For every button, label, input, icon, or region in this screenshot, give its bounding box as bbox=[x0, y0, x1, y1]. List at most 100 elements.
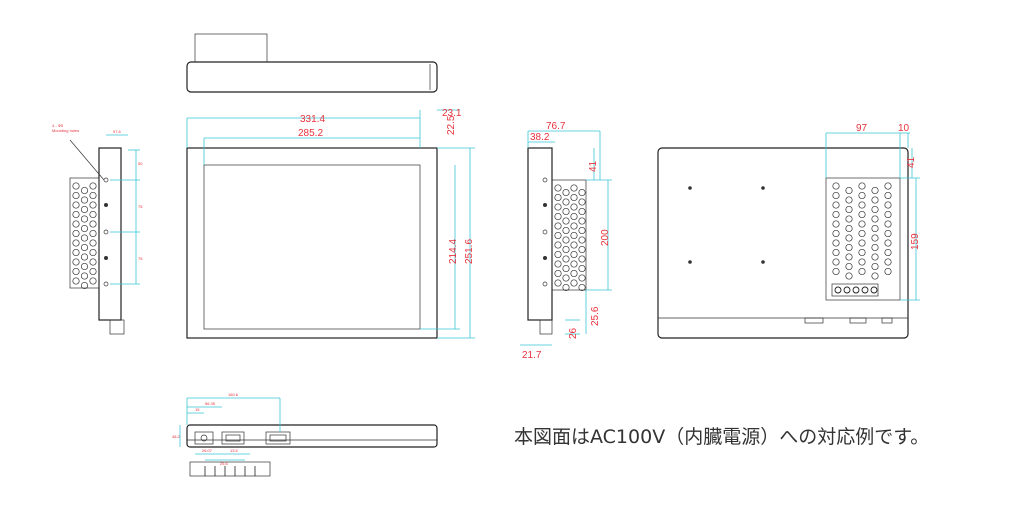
dim-back-vent-height: 159 bbox=[910, 233, 921, 250]
callout-mounting-2: Mounting holes bbox=[52, 128, 79, 133]
vent-hole bbox=[80, 243, 89, 252]
callout-leader bbox=[69, 139, 105, 181]
vent-hole bbox=[72, 182, 80, 190]
vent-hole bbox=[562, 188, 570, 197]
back-view: 97 10 41 159 bbox=[657, 123, 921, 339]
vent-hole bbox=[871, 224, 879, 233]
vent-hole bbox=[554, 279, 562, 287]
dsub-connector bbox=[265, 431, 291, 445]
vent-hole bbox=[80, 262, 89, 271]
vent-hole bbox=[89, 182, 97, 190]
vent-hole bbox=[72, 248, 80, 257]
vent-hole bbox=[80, 186, 89, 195]
vent-hole bbox=[554, 260, 562, 268]
dim-vent-height: 200 bbox=[600, 229, 611, 246]
vent-hole bbox=[858, 229, 866, 238]
dim-bottom-2: 26 bbox=[568, 327, 579, 339]
left-side-vent-panel bbox=[69, 177, 100, 289]
dim-bottom-label: 13.5 bbox=[230, 448, 239, 453]
back-vent-panel bbox=[825, 177, 901, 301]
left-side-body bbox=[98, 147, 122, 321]
vent-hole bbox=[554, 241, 562, 249]
dim-inner-height: 214.4 bbox=[448, 239, 459, 264]
dim-bottom-label: 15 bbox=[195, 407, 200, 412]
vent-hole bbox=[72, 258, 80, 266]
vent-hole bbox=[578, 188, 586, 197]
power-switch-knob bbox=[200, 434, 208, 442]
vent-hole bbox=[80, 196, 89, 204]
mount-hole bbox=[543, 256, 547, 260]
vent-hole bbox=[554, 203, 562, 211]
vent-hole bbox=[884, 220, 892, 228]
vent-hole bbox=[578, 245, 586, 254]
vent-hole bbox=[578, 283, 586, 292]
vent-hole bbox=[845, 272, 853, 280]
back-body bbox=[657, 147, 909, 339]
back-port bbox=[804, 317, 824, 324]
dim-bottom-label: 160.6 bbox=[228, 392, 239, 397]
vent-hole bbox=[858, 267, 866, 276]
terminal-block bbox=[831, 283, 879, 297]
vent-hole bbox=[845, 186, 853, 195]
vent-hole bbox=[845, 262, 853, 271]
dim-bottom-label: 56.35 bbox=[205, 401, 216, 406]
vent-hole bbox=[89, 229, 97, 238]
vent-hole bbox=[554, 269, 562, 278]
vent-hole bbox=[570, 193, 578, 202]
terminal-screw bbox=[870, 286, 878, 294]
vent-hole bbox=[871, 243, 879, 252]
dim-bottom-1: 25.6 bbox=[590, 306, 601, 326]
vent-hole bbox=[858, 210, 866, 219]
vent-hole bbox=[562, 283, 570, 292]
vent-hole bbox=[89, 267, 97, 276]
right-vent-holes bbox=[554, 184, 586, 292]
vent-hole bbox=[570, 279, 578, 287]
left-side-foot bbox=[109, 319, 125, 335]
vent-hole bbox=[80, 224, 89, 233]
right-side-vent-panel bbox=[551, 179, 587, 291]
vent-hole bbox=[832, 182, 840, 190]
vent-hole bbox=[80, 253, 89, 261]
vent-hole bbox=[554, 193, 562, 202]
vent-hole bbox=[562, 255, 570, 263]
vent-hole bbox=[832, 258, 840, 266]
mount-hole bbox=[543, 203, 547, 207]
vent-hole bbox=[858, 248, 866, 257]
dim-base: 21.7 bbox=[522, 350, 542, 361]
vent-hole bbox=[89, 248, 97, 257]
vent-hole bbox=[884, 239, 892, 247]
vent-hole bbox=[80, 281, 89, 290]
vent-hole bbox=[562, 264, 570, 273]
top-view-stand bbox=[194, 33, 268, 63]
vent-hole bbox=[89, 210, 97, 219]
vent-hole bbox=[832, 248, 840, 257]
vent-hole bbox=[845, 243, 853, 252]
vent-hole bbox=[845, 253, 853, 261]
dim-depth2: 38.2 bbox=[530, 132, 550, 143]
right-side-body bbox=[527, 147, 553, 321]
top-view bbox=[186, 33, 438, 93]
back-vent-holes bbox=[832, 182, 892, 280]
dim-width: 331.4 bbox=[300, 114, 325, 125]
dim-vent-width: 97 bbox=[856, 123, 868, 134]
right-side-view: 76.7 38.2 41 200 25.6 26 21.7 bbox=[520, 121, 612, 361]
power-switch bbox=[194, 431, 214, 445]
vent-hole bbox=[578, 236, 586, 244]
vent-hole bbox=[72, 277, 80, 285]
vent-hole bbox=[871, 272, 879, 280]
vent-hole bbox=[89, 191, 97, 200]
vent-hole bbox=[562, 226, 570, 235]
vent-hole bbox=[570, 260, 578, 268]
mount-hole bbox=[104, 203, 108, 207]
bottom-body bbox=[186, 424, 438, 448]
vent-hole bbox=[570, 184, 578, 192]
vent-hole bbox=[72, 267, 80, 276]
mount-hole bbox=[542, 281, 548, 287]
left-side-view: 4 - Φ5 Mounting holes 97.6 50 75 75 bbox=[52, 123, 143, 335]
vent-hole bbox=[884, 267, 892, 276]
vent-hole bbox=[554, 222, 562, 230]
dim-depth: 76.7 bbox=[546, 121, 566, 132]
vent-hole bbox=[89, 239, 97, 247]
callout-mounting-1: 4 - Φ5 bbox=[52, 123, 64, 128]
